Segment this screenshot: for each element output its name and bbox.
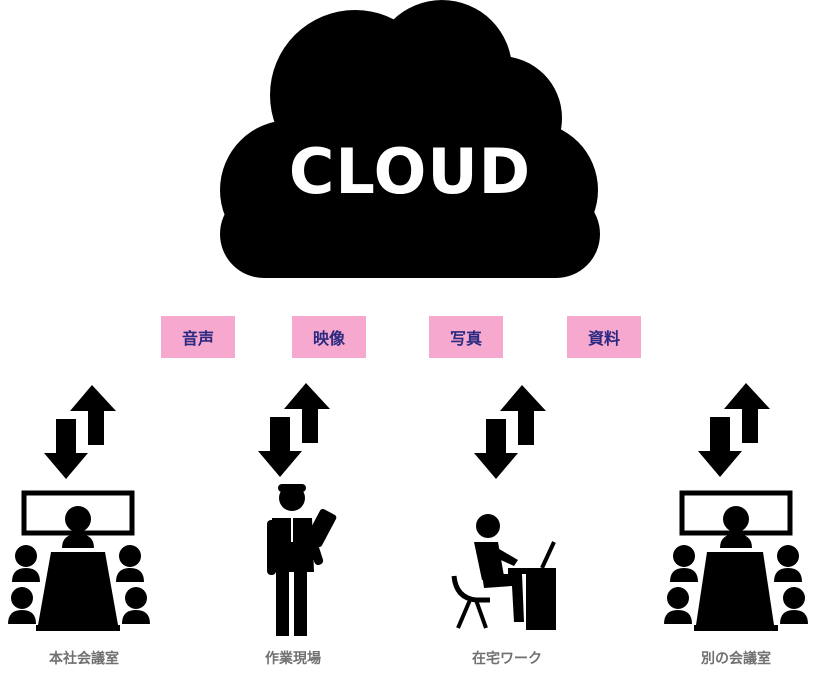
worker-icon xyxy=(267,484,337,636)
tag-audio: 音声 xyxy=(161,316,235,358)
tag-document: 資料 xyxy=(567,316,641,358)
label-other-meeting-room: 別の会議室 xyxy=(701,651,771,667)
home-worker-icon xyxy=(451,514,556,630)
sync-arrows-icon xyxy=(698,383,770,477)
meeting-room-icon xyxy=(8,490,150,631)
cloud: CLOUD xyxy=(210,0,610,290)
tag-video: 映像 xyxy=(292,316,366,358)
label-work-site: 作業現場 xyxy=(265,651,321,667)
label-remote-work: 在宅ワーク xyxy=(472,651,542,667)
cloud-title: CLOUD xyxy=(288,135,532,208)
cloud-shape xyxy=(220,0,600,278)
tag-photo: 写真 xyxy=(429,316,503,358)
meeting-room-icon xyxy=(664,490,808,631)
sync-arrows-icon xyxy=(44,385,116,479)
sync-arrows-icon xyxy=(258,383,330,477)
label-head-office-meeting-room: 本社会議室 xyxy=(49,651,119,667)
sync-arrows-icon xyxy=(474,385,546,479)
